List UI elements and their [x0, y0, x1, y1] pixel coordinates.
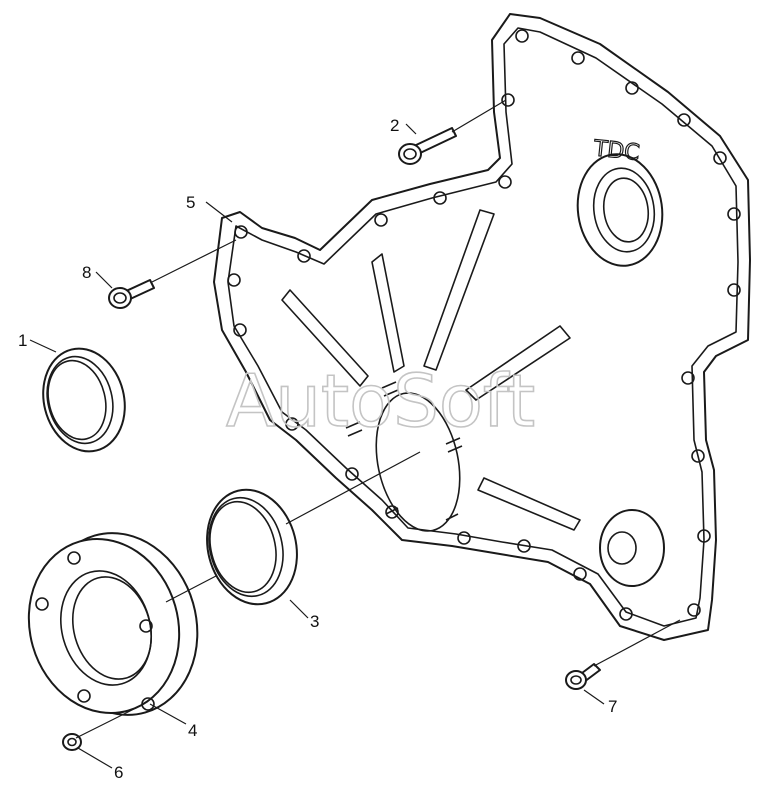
callout-8: 8 — [82, 263, 91, 282]
callout-3: 3 — [310, 612, 319, 631]
bolt-8 — [108, 279, 155, 309]
seal-housing-4 — [27, 532, 199, 716]
callout-7: 7 — [608, 697, 617, 716]
leader-lines — [29, 99, 681, 769]
callout-5: 5 — [186, 193, 195, 212]
callout-1: 1 — [18, 331, 27, 350]
bolt-2 — [398, 127, 457, 165]
autosoft-watermark: AutoSoft — [226, 359, 535, 443]
bolt-7 — [565, 663, 601, 690]
seal-ring-3 — [206, 488, 298, 606]
callout-labels: 1 2 3 4 5 6 7 8 — [18, 116, 617, 782]
callout-6: 6 — [114, 763, 123, 782]
front-cover-plate: TDC — [281, 136, 665, 587]
tdc-marking: TDC — [592, 136, 641, 166]
callout-4: 4 — [188, 721, 197, 740]
seal-ring-1 — [42, 347, 126, 453]
callout-2: 2 — [390, 116, 399, 135]
